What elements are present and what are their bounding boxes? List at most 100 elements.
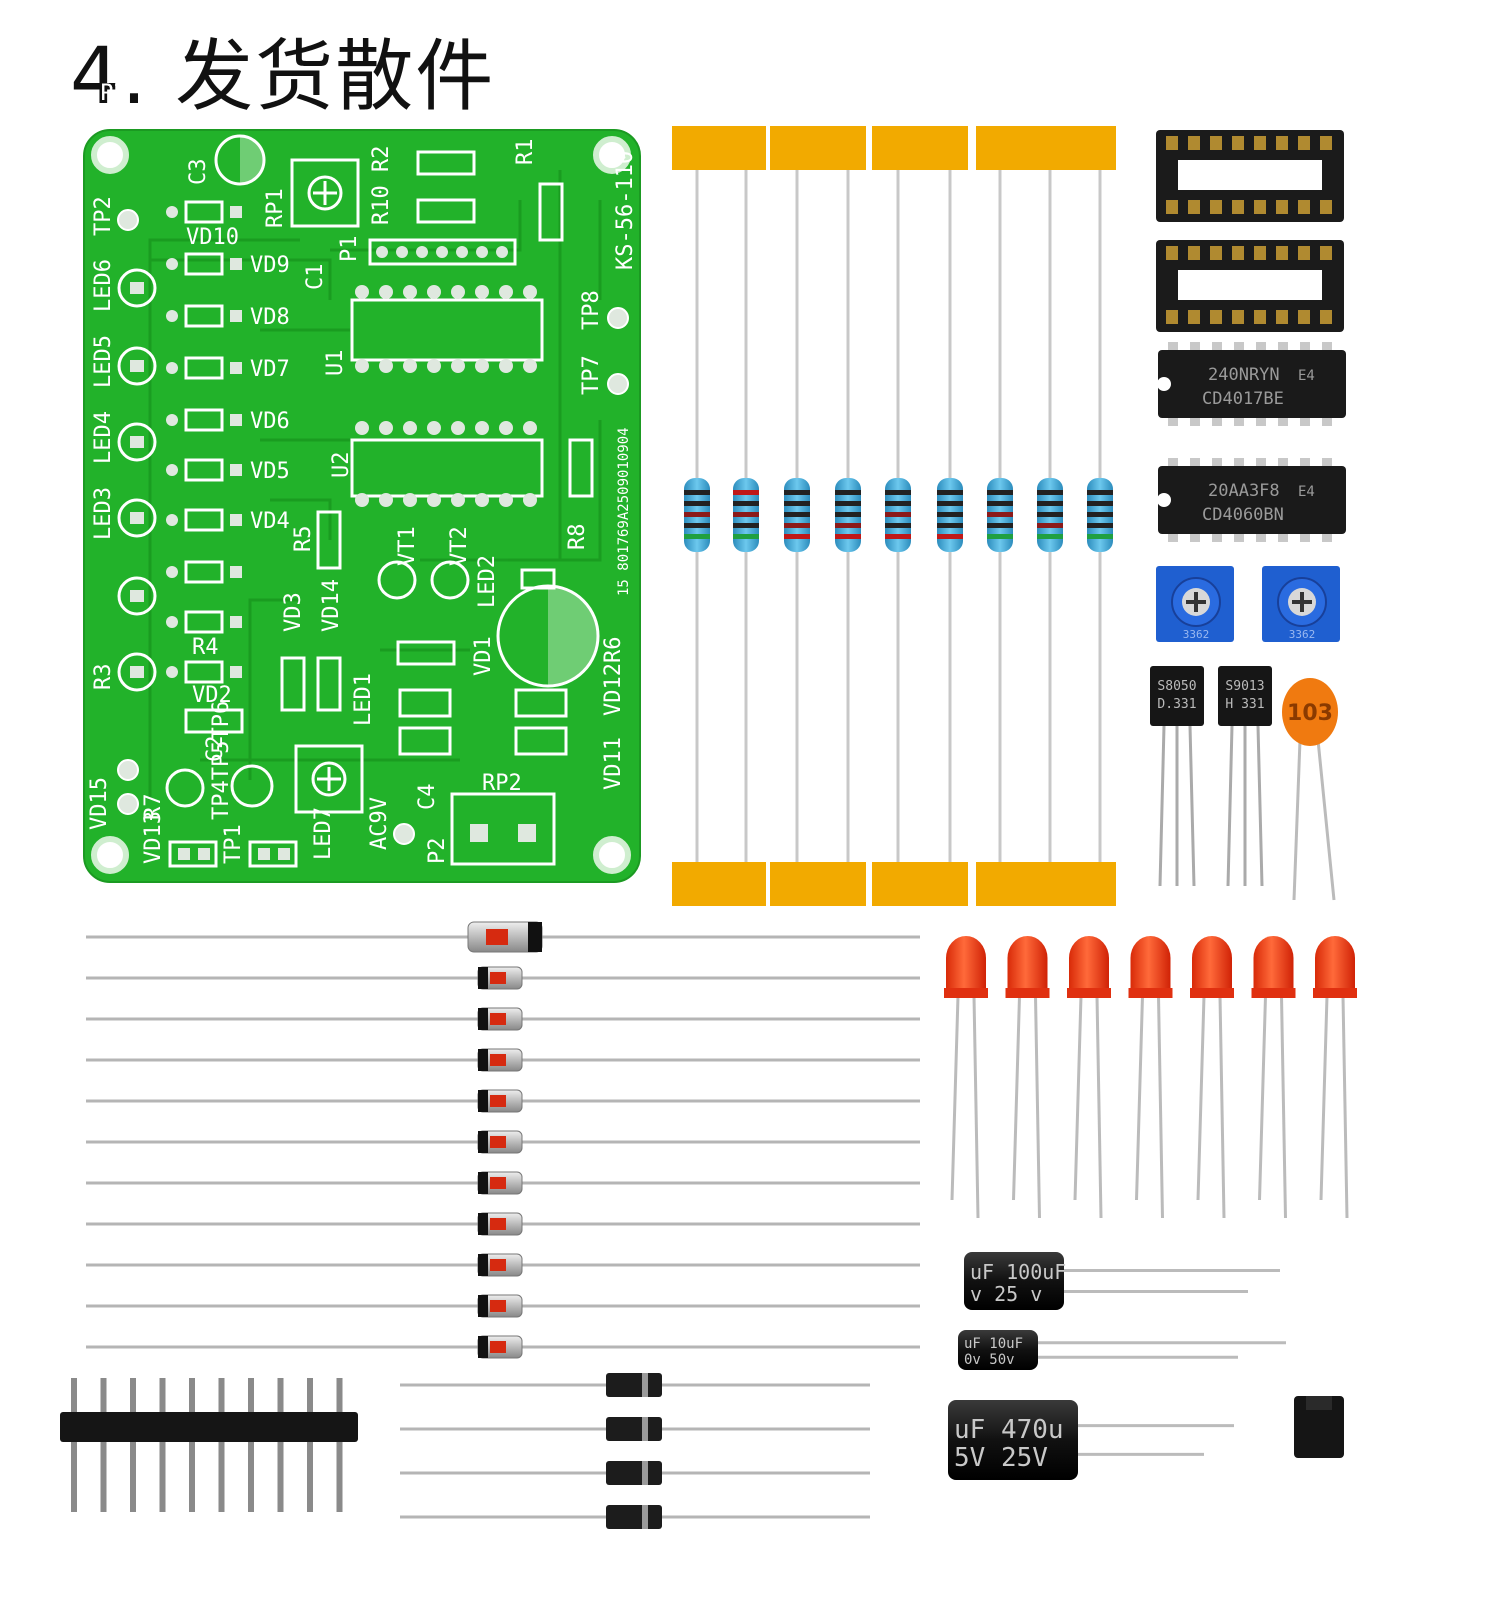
pcb-label: VD9 bbox=[250, 253, 290, 278]
pcb-label: VD7 bbox=[250, 357, 290, 382]
capacitor-value: uF 10uF bbox=[964, 1336, 1023, 1352]
pcb-label: VD6 bbox=[250, 409, 290, 434]
pcb-label: KS-56-110 bbox=[613, 151, 638, 270]
resistor bbox=[987, 170, 1013, 862]
red-led bbox=[944, 936, 988, 1219]
resistor bbox=[684, 170, 710, 862]
header-pin bbox=[130, 1378, 136, 1512]
jumper-cap bbox=[1294, 1396, 1344, 1458]
pin-header bbox=[60, 1378, 358, 1512]
resistor bbox=[937, 170, 963, 862]
pcb-label: AC9V bbox=[367, 797, 392, 850]
rectifier-diodes bbox=[400, 1373, 870, 1529]
pcb-label: 15 801769A2509010904 bbox=[616, 427, 632, 596]
pcb-label: VD14 bbox=[319, 579, 344, 632]
ic-sockets bbox=[1156, 130, 1344, 332]
red-led bbox=[1190, 936, 1234, 1219]
transistor-part: S8050 bbox=[1157, 679, 1196, 694]
glass-diode bbox=[86, 1048, 920, 1072]
to92-transistor: S9013 H 331 bbox=[1218, 666, 1272, 887]
glass-diode bbox=[86, 1130, 920, 1154]
pcb-label: C4 bbox=[415, 784, 440, 811]
pcb-label: TP1 bbox=[221, 824, 246, 864]
pcb-label: LED3 bbox=[91, 487, 116, 540]
header-pin bbox=[277, 1378, 284, 1512]
pcb-label: LED5 bbox=[91, 335, 116, 388]
trimmer-potentiometers: 3362 3362 bbox=[1156, 566, 1340, 642]
ic-part-number: CD4017BE bbox=[1202, 389, 1284, 409]
transistor-code: D.331 bbox=[1157, 697, 1196, 712]
pcb-label: LED6 bbox=[91, 259, 116, 312]
capacitor-value: uF 470u bbox=[954, 1415, 1064, 1445]
pcb-label: VD2 bbox=[192, 683, 232, 708]
red-led bbox=[1067, 936, 1111, 1219]
glass-diode bbox=[86, 966, 920, 990]
pcb-label: R5 bbox=[291, 526, 316, 553]
red-led bbox=[1313, 936, 1357, 1219]
capacitor-value: uF 100uF bbox=[970, 1260, 1066, 1284]
red-led bbox=[1128, 936, 1173, 1219]
pcb-label: VT1 bbox=[395, 526, 420, 566]
red-leds bbox=[944, 936, 1357, 1219]
capacitor-voltage: 5V 25V bbox=[954, 1443, 1048, 1473]
header-pin bbox=[189, 1378, 195, 1512]
pcb-label: LED2 bbox=[475, 555, 500, 608]
ceramic-cap-code: 103 bbox=[1287, 701, 1333, 726]
transistor-code: H 331 bbox=[1225, 697, 1264, 712]
page-title: 4. 发货散件 bbox=[70, 32, 496, 122]
pcb-label: VD13 bbox=[141, 811, 166, 864]
header-pin bbox=[336, 1378, 343, 1512]
ic-lot-code: 240NRYN bbox=[1208, 365, 1280, 385]
pcb-label: VD15 bbox=[87, 777, 112, 830]
pcb-label: R7 bbox=[141, 794, 166, 821]
pcb-label: LED1 bbox=[351, 673, 376, 726]
glass-diode bbox=[86, 1294, 920, 1318]
header-pin bbox=[71, 1378, 77, 1512]
header-pin bbox=[159, 1378, 166, 1512]
ic-part-number: CD4060BN bbox=[1202, 505, 1284, 525]
pcb-label: P1 bbox=[337, 236, 362, 263]
resistor bbox=[1037, 170, 1063, 862]
pcb-label: RP2 bbox=[482, 771, 522, 796]
ceramic-capacitor: 103 bbox=[1282, 678, 1338, 901]
pcb-label: VD3 bbox=[281, 592, 306, 632]
pcb-label: P3 bbox=[100, 81, 127, 106]
pcb-label: VD4 bbox=[250, 509, 290, 534]
pcb-label: U1 bbox=[323, 350, 348, 377]
resistor bbox=[733, 170, 759, 862]
rectifier-diode bbox=[400, 1373, 870, 1397]
transistor-part: S9013 bbox=[1225, 679, 1264, 694]
ic-mark: E4 bbox=[1298, 368, 1315, 384]
glass-diode bbox=[86, 921, 920, 953]
ic-lot-code: 20AA3F8 bbox=[1208, 481, 1280, 501]
resistor bbox=[885, 170, 911, 862]
pcb-label: LED4 bbox=[91, 411, 116, 464]
pcb-label: VD11 bbox=[601, 737, 626, 790]
red-led bbox=[1251, 936, 1296, 1219]
pcb-label: RP1 bbox=[263, 188, 288, 228]
ic-mark: E4 bbox=[1298, 484, 1315, 500]
trimmer: 3362 bbox=[1262, 566, 1340, 642]
glass-diode bbox=[86, 1007, 920, 1031]
capacitor-voltage: v 25 v bbox=[970, 1282, 1042, 1306]
capacitor-voltage: 0v 50v bbox=[964, 1352, 1015, 1368]
pcb-label: R10 R2 bbox=[369, 146, 394, 225]
glass-diode bbox=[86, 1212, 920, 1236]
pcb-label: TP7 bbox=[579, 355, 604, 395]
pcb-label: VD10 bbox=[186, 225, 239, 250]
resistor bbox=[835, 170, 861, 862]
header-pin bbox=[307, 1378, 313, 1512]
glass-diode-strip bbox=[86, 921, 920, 1359]
trimmer: 3362 bbox=[1156, 566, 1234, 642]
pcb-label: C2 bbox=[203, 736, 228, 763]
pcb-label: P4 bbox=[100, 81, 127, 106]
glass-diode bbox=[86, 1335, 920, 1359]
pcb-label: C1 bbox=[303, 264, 328, 291]
ic-socket bbox=[1156, 130, 1344, 222]
